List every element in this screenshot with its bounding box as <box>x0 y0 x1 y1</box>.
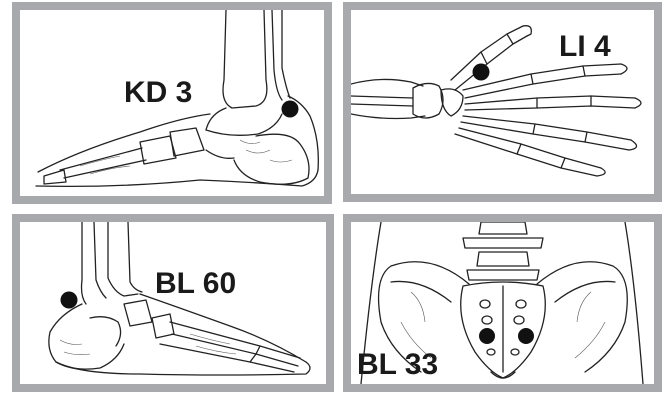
bl33-right-acupoint-marker <box>518 328 534 344</box>
li4-label: LI 4 <box>559 32 611 62</box>
lateral-foot-illustration <box>20 222 326 384</box>
bl60-label: BL 60 <box>155 269 236 299</box>
bl33-label: BL 33 <box>357 350 438 380</box>
panel-kd3: KD 3 <box>12 2 332 204</box>
panel-li4: LI 4 <box>343 2 662 202</box>
panel-bl33: BL 33 <box>343 214 662 392</box>
kd3-acupoint-marker <box>282 101 299 118</box>
kd3-label: KD 3 <box>124 78 192 108</box>
bl33-left-acupoint-marker <box>479 328 495 344</box>
panel-bl60: BL 60 <box>12 214 334 392</box>
bl60-acupoint-marker <box>61 292 78 309</box>
li4-acupoint-marker <box>473 64 490 81</box>
